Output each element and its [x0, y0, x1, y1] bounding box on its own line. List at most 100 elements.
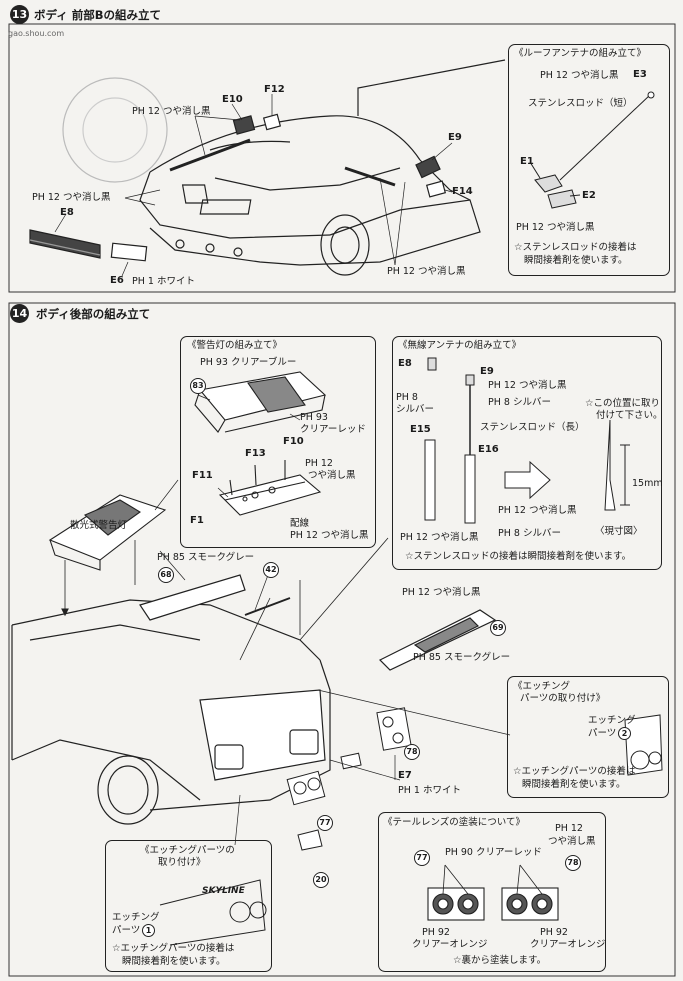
etching-left-drawing: [159, 879, 267, 946]
warning-paint-f10: つや消し黒: [308, 470, 356, 481]
etching-right-part1: エッチング: [588, 715, 636, 726]
skyline-text: SKYLINE: [202, 886, 245, 896]
radio-silver-code: PH 8: [396, 392, 418, 403]
part-f14: F14: [452, 186, 473, 197]
etching-left-part2: パーツ: [112, 925, 141, 936]
etching-right-num: 2: [618, 727, 631, 740]
warning-light-box: [180, 336, 376, 548]
part-f10: F10: [283, 436, 304, 447]
etching-right-drawing: [624, 714, 663, 776]
etching-left-box: [105, 840, 272, 972]
part-f1: F1: [190, 515, 204, 526]
note-position1: ☆この位置に取り: [585, 398, 661, 409]
roof-note1: ☆ステンレスロッドの接着は: [514, 242, 637, 253]
wiring-label: 配線: [290, 518, 310, 529]
part-20: 20: [313, 872, 329, 888]
leaders-13: [54, 94, 453, 277]
etching-left-title1: 《エッチングパーツの: [140, 845, 235, 856]
etching-left-part1: エッチング: [112, 912, 160, 923]
part-e7: E7: [398, 770, 412, 781]
front-car-drawing: [62, 59, 506, 276]
etching-right-title2: パーツの取り付け》: [520, 693, 606, 704]
rear-car-drawing: [11, 537, 497, 825]
radio-title: 《無線アンテナの組み立て》: [398, 340, 522, 351]
section14-frame: [8, 302, 676, 977]
section13-title: ボディ 前部Bの組み立て: [34, 8, 161, 22]
part-e10: E10: [222, 94, 243, 105]
radio-note: ☆ステンレスロッドの接着は瞬間接着剤を使います。: [405, 551, 632, 562]
tail-orange-r: クリアーオレンジ: [530, 939, 606, 950]
radio-paint-e16: PH 12 つや消し黒: [498, 505, 577, 516]
tail-part-77: 77: [414, 850, 430, 866]
etching-right-note2: 瞬間接着剤を使います。: [522, 779, 626, 790]
roof-paint-e3: PH 12 つや消し黒: [540, 70, 619, 81]
tail-part-78: 78: [565, 855, 581, 871]
roof-antenna-drawing: [529, 91, 655, 209]
warning-light-drawing: [194, 371, 327, 516]
part-e8: E8: [60, 207, 74, 218]
part-42: 42: [263, 562, 279, 578]
radio-silver2: PH 8 シルバー: [488, 397, 551, 408]
part-78: 78: [404, 744, 420, 760]
roof-paint-e1: PH 12 つや消し黒: [516, 222, 595, 233]
tail-paint-code-top: PH 12: [555, 823, 583, 834]
part-f11: F11: [192, 470, 213, 481]
smoke-label-2: PH 85 スモークグレー: [413, 652, 511, 663]
etching-left-title2: 取り付け》: [158, 857, 206, 868]
wiring-paint: PH 12 つや消し黒: [290, 530, 369, 541]
etching-right-part2: パーツ: [588, 728, 617, 739]
section13-badge: 13: [10, 5, 29, 24]
watermark: gao.shou.com: [8, 29, 65, 38]
section14-title: ボディ後部の組み立て: [36, 307, 151, 321]
part-e6: E6: [110, 275, 124, 286]
radio-part-e8: E8: [398, 358, 412, 369]
part-e2: E2: [582, 190, 596, 201]
radio-silver3: PH 8 シルバー: [498, 528, 561, 539]
note-position2: 付けて下さい。: [596, 410, 663, 421]
part-83: 83: [190, 378, 206, 394]
tail-orange-l: クリアーオレンジ: [412, 939, 488, 950]
etching-right-title1: 《エッチング: [513, 681, 571, 692]
tail-paint-red: PH 90 クリアーレッド: [445, 847, 542, 858]
warning-title: 《警告灯の組み立て》: [187, 340, 283, 351]
etching-left-num: 1: [142, 924, 155, 937]
actual-size: 〈現寸図〉: [595, 526, 643, 537]
tail-title: 《テールレンズの塗装について》: [383, 817, 526, 828]
smoke-label-1: PH 85 スモークグレー: [157, 552, 255, 563]
part-69: 69: [490, 620, 506, 636]
tail-orange-r-code: PH 92: [540, 927, 568, 938]
tail-lens-box-drawing: [427, 864, 559, 921]
warning-paint-blue: PH 93 クリアーブルー: [200, 357, 297, 368]
paint-69: PH 12 つや消し黒: [402, 587, 481, 598]
radio-part-e9: E9: [480, 366, 494, 377]
warning-paint-f10-code: PH 12: [305, 458, 333, 469]
roof-note2: 瞬間接着剤を使います。: [524, 255, 628, 266]
radio-antenna-box: [392, 336, 662, 570]
part-e15: E15: [410, 424, 431, 435]
roof-antenna-box: [508, 44, 670, 276]
rod-long: ステンレスロッド（長）: [480, 422, 585, 433]
part-68: 68: [158, 567, 174, 583]
radio-paint-e15: PH 12 つや消し黒: [400, 532, 479, 543]
radio-antenna-drawing: [424, 357, 630, 524]
beacon-drawing: [48, 494, 167, 617]
tail-lens-parts: [286, 707, 412, 851]
paint-top: PH 12 つや消し黒: [132, 106, 211, 117]
etching-right-box: [507, 676, 669, 798]
leaders-14: [154, 394, 511, 846]
dimension-15mm: 15mm: [632, 478, 663, 489]
part-e3: E3: [633, 69, 647, 80]
e8-stripes: [29, 113, 447, 262]
radio-paint-e9: PH 12 つや消し黒: [488, 380, 567, 391]
paint-left: PH 12 つや消し黒: [32, 192, 111, 203]
paint-e7: PH 1 ホワイト: [398, 785, 461, 796]
tail-paint-black: つや消し黒: [548, 836, 596, 847]
part-77: 77: [317, 815, 333, 831]
part-e1: E1: [520, 156, 534, 167]
etching-right-note1: ☆エッチングパーツの接着は: [513, 766, 636, 777]
warning-paint-red-code: PH 93: [300, 412, 328, 423]
tail-note: ☆裏から塗装します。: [453, 955, 547, 966]
radio-silver: シルバー: [396, 404, 435, 415]
etching-left-note2: 瞬間接着剤を使います。: [122, 956, 226, 967]
